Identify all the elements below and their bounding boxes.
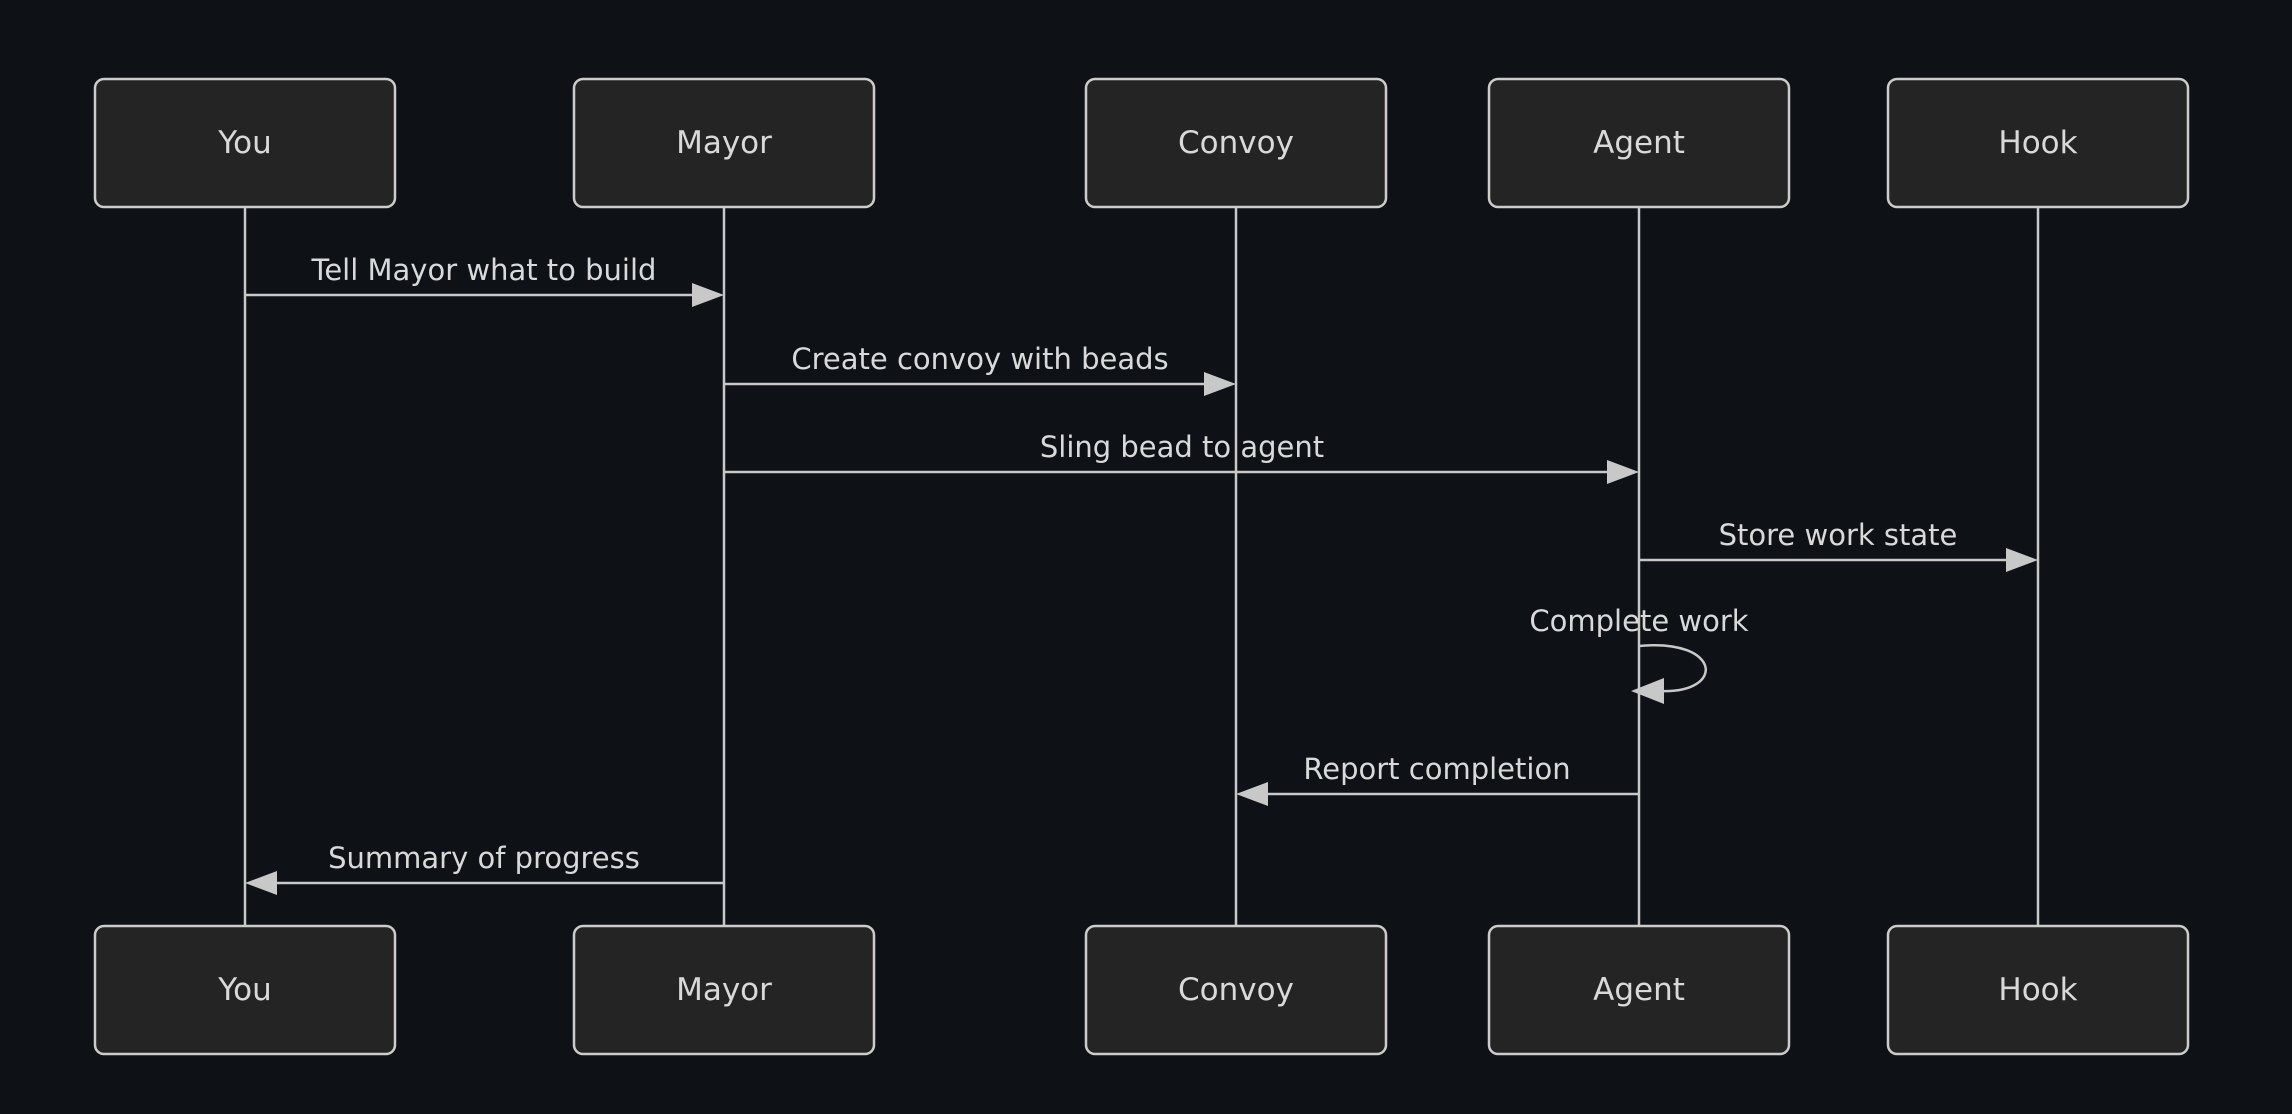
arrow-right-icon bbox=[692, 283, 724, 307]
actor-label-agent-top: Agent bbox=[1593, 125, 1685, 161]
actors-bottom: You Mayor Convoy Agent Hook bbox=[93, 924, 2190, 1056]
lifelines bbox=[243, 207, 2040, 926]
message-label: Sling bead to agent bbox=[1040, 430, 1324, 464]
message-label: Summary of progress bbox=[328, 841, 640, 875]
actor-label-agent-bottom: Agent bbox=[1593, 972, 1685, 1008]
actor-box-hook-top bbox=[1886, 77, 2190, 209]
message-label: Report completion bbox=[1303, 752, 1570, 786]
actor-box-agent-bottom bbox=[1487, 924, 1791, 1056]
actor-box-convoy-top bbox=[1084, 77, 1388, 209]
actor-box-convoy-bottom bbox=[1084, 924, 1388, 1056]
actor-label-mayor-bottom: Mayor bbox=[676, 972, 772, 1008]
arrow-right-icon bbox=[1204, 372, 1236, 396]
message-label: Create convoy with beads bbox=[791, 342, 1168, 376]
actor-box-agent-top bbox=[1487, 77, 1791, 209]
message-summary-of-progress: Summary of progress bbox=[245, 841, 724, 895]
arrow-left-icon bbox=[1236, 782, 1268, 806]
message-label: Complete work bbox=[1529, 604, 1748, 638]
arrow-right-icon bbox=[2006, 548, 2038, 572]
actor-box-you-top bbox=[93, 77, 397, 209]
message-complete-work-self-loop: Complete work bbox=[1529, 604, 1749, 704]
self-loop-curve bbox=[1638, 643, 1707, 693]
actor-label-convoy-bottom: Convoy bbox=[1178, 972, 1294, 1008]
actor-label-you-top: You bbox=[217, 125, 271, 161]
messages: Tell Mayor what to build Create convoy w… bbox=[245, 253, 2038, 895]
actor-box-mayor-bottom bbox=[572, 924, 876, 1056]
message-label: Store work state bbox=[1719, 518, 1958, 552]
actor-label-you-bottom: You bbox=[217, 972, 271, 1008]
actor-label-hook-top: Hook bbox=[1998, 125, 2077, 161]
actors-top: You Mayor Convoy Agent Hook bbox=[93, 77, 2190, 209]
message-sling-bead: Sling bead to agent bbox=[724, 430, 1639, 484]
message-store-work-state: Store work state bbox=[1639, 518, 2038, 572]
actor-box-hook-bottom bbox=[1886, 924, 2190, 1056]
actor-box-you-bottom bbox=[93, 924, 397, 1056]
message-label: Tell Mayor what to build bbox=[311, 253, 657, 287]
message-create-convoy: Create convoy with beads bbox=[724, 342, 1236, 396]
actor-label-convoy-top: Convoy bbox=[1178, 125, 1294, 161]
arrow-left-icon bbox=[245, 871, 277, 895]
actor-box-mayor-top bbox=[572, 77, 876, 209]
message-report-completion: Report completion bbox=[1236, 752, 1639, 806]
arrow-left-icon bbox=[1631, 678, 1664, 704]
message-tell-mayor: Tell Mayor what to build bbox=[245, 253, 724, 307]
actor-label-hook-bottom: Hook bbox=[1998, 972, 2077, 1008]
actor-label-mayor-top: Mayor bbox=[676, 125, 772, 161]
arrow-right-icon bbox=[1607, 460, 1639, 484]
